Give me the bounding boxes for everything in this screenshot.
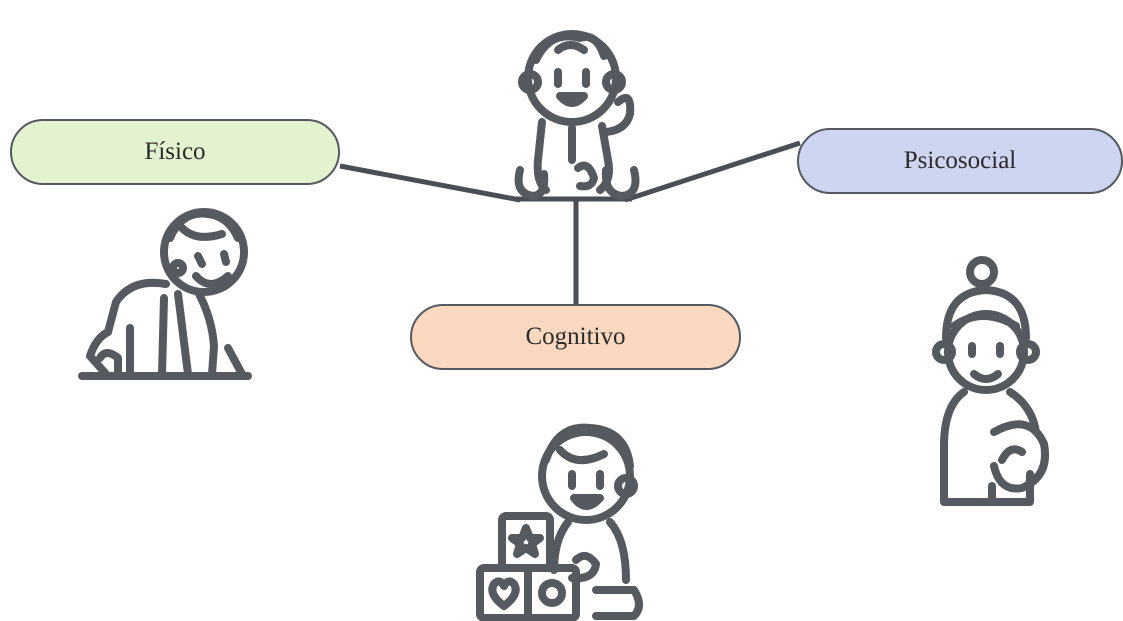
child-playing-with-blocks-icon bbox=[476, 423, 643, 621]
node-cognitivo: Cognitivo bbox=[410, 304, 741, 370]
node-psicosocial-label: Psicosocial bbox=[903, 147, 1017, 174]
node-psicosocial: Psicosocial bbox=[797, 128, 1123, 194]
node-cognitivo-label: Cognitivo bbox=[525, 323, 626, 350]
node-fisico: Físico bbox=[10, 119, 340, 185]
crawling-baby-icon bbox=[78, 208, 252, 380]
pregnant-woman-icon bbox=[932, 256, 1049, 506]
connector-psicosocial bbox=[624, 140, 801, 203]
node-fisico-label: Físico bbox=[144, 138, 206, 165]
sitting-waving-baby-icon bbox=[514, 30, 640, 200]
connector-fisico bbox=[339, 163, 521, 203]
